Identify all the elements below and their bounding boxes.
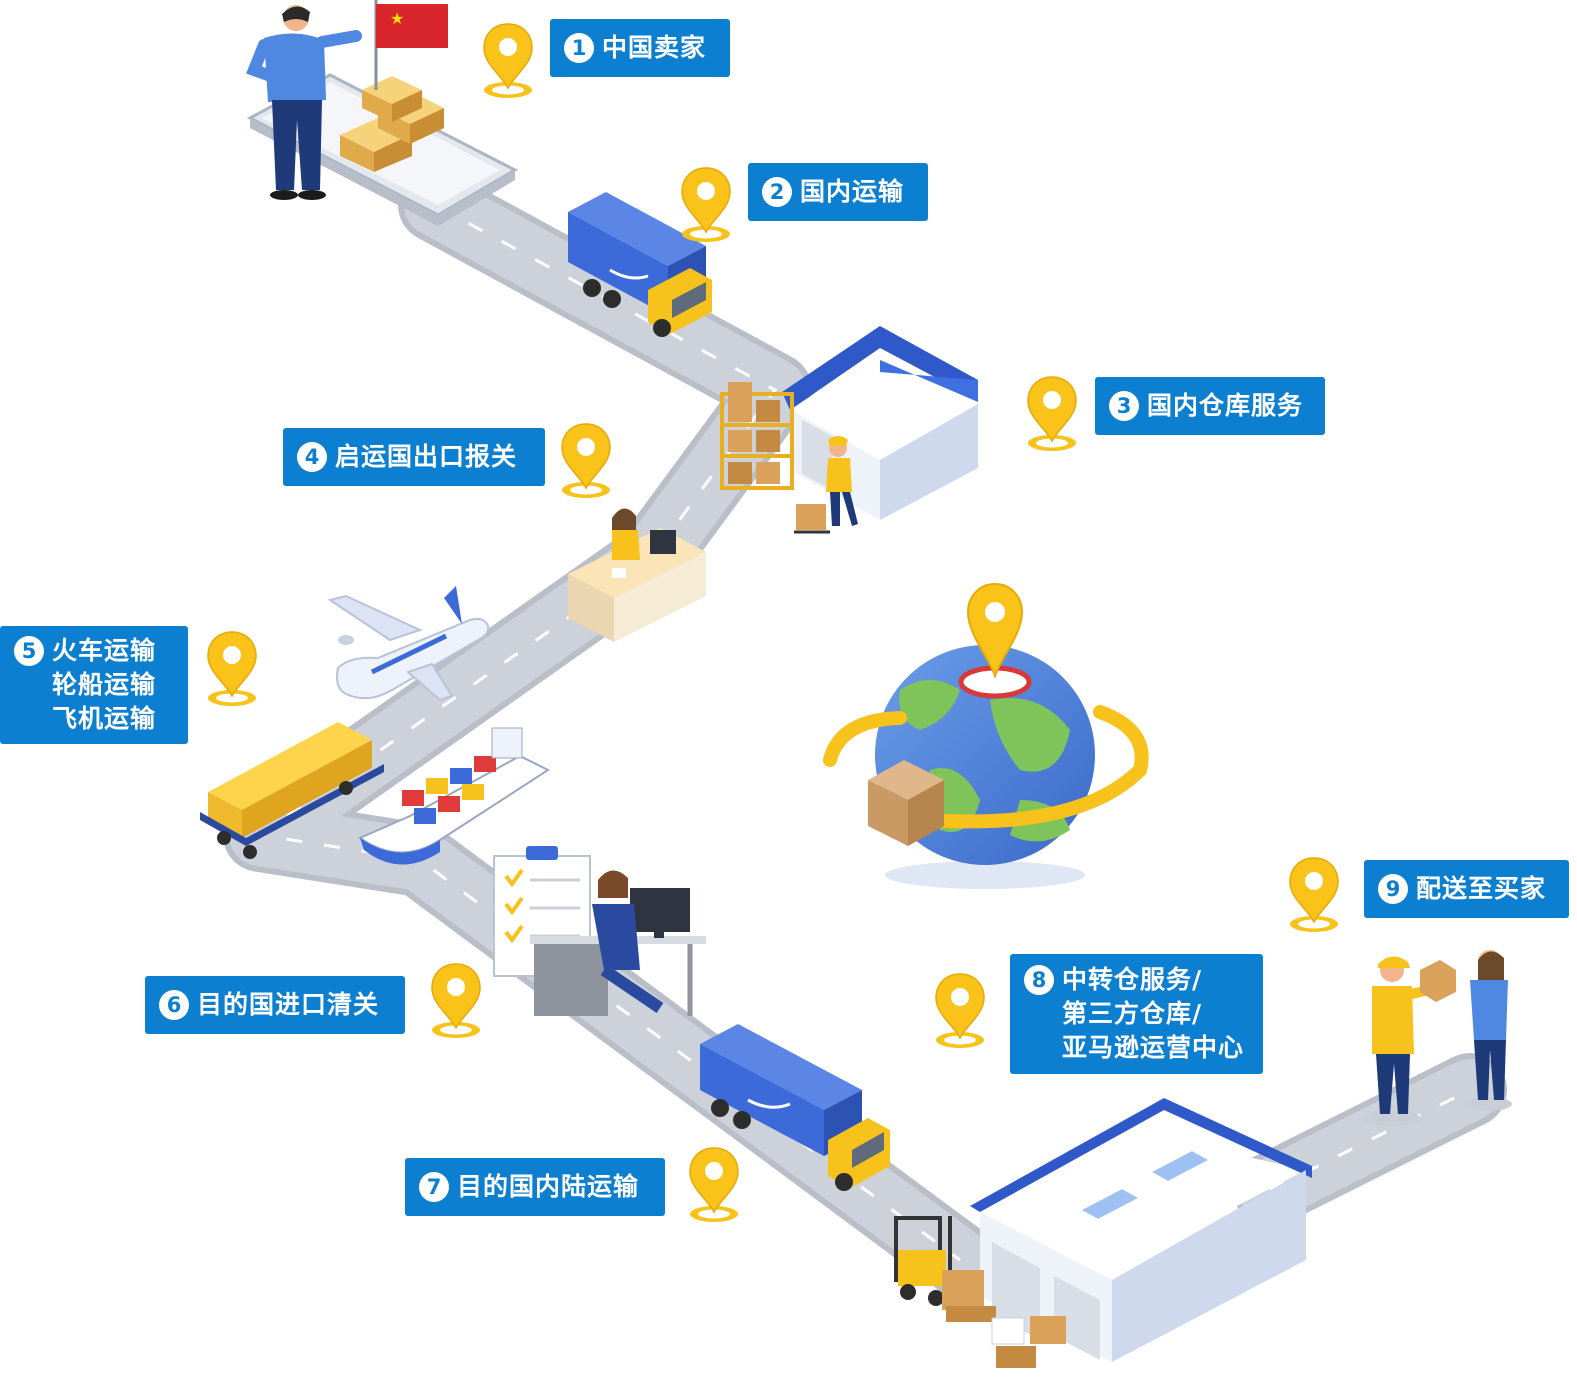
truck-icon (568, 192, 712, 337)
warehouse-worker (794, 436, 858, 534)
map-pin-icon (1027, 376, 1077, 452)
map-pin-icon (1289, 857, 1339, 933)
step-9-label: 9 配送至买家 (1364, 860, 1569, 918)
step-number-badge: 5 (14, 636, 44, 666)
train-icon (200, 722, 384, 859)
map-pin-icon (681, 167, 731, 243)
airplane-icon (327, 586, 490, 702)
step-6-label: 6 目的国进口清关 (145, 976, 405, 1034)
svg-text:★: ★ (390, 9, 404, 28)
customs-agent-desk (530, 870, 706, 1016)
step-text: 亚马逊运营中心 (1062, 1033, 1245, 1062)
step-text: 火车运输 (52, 636, 157, 665)
map-pin-icon (935, 973, 985, 1049)
ship-icon (357, 727, 551, 865)
step-1-label: 1 中国卖家 (550, 19, 730, 77)
step-5-label: 5 火车运输 轮船运输 飞机运输 (0, 626, 188, 744)
map-pin-icon (431, 963, 481, 1039)
step-text: 国内运输 (800, 177, 905, 206)
step-number-badge: 6 (159, 990, 189, 1020)
step-number-badge: 2 (762, 177, 792, 207)
map-pin-icon (689, 1147, 739, 1223)
step-2-label: 2 国内运输 (748, 163, 928, 221)
customs-desk (568, 508, 706, 642)
buyer-person (1464, 950, 1512, 1111)
step-text: 中国卖家 (602, 33, 707, 62)
truck-icon-2 (700, 1024, 890, 1191)
step-text: 飞机运输 (52, 704, 157, 733)
step-number-badge: 3 (1109, 391, 1139, 421)
step-4-label: 4 启运国出口报关 (283, 428, 545, 486)
parcel-pallets (942, 1270, 1066, 1368)
step-number-badge: 1 (564, 33, 594, 63)
step-8-label: 8 中转仓服务/ 第三方仓库/ 亚马逊运营中心 (1010, 954, 1263, 1074)
step-3-label: 3 国内仓库服务 (1095, 377, 1325, 435)
step-text: 目的国内陆运输 (457, 1172, 640, 1201)
step-number-badge: 8 (1024, 965, 1054, 995)
step-text: 启运国出口报关 (335, 442, 518, 471)
map-pin-icon (207, 631, 257, 707)
forklift-icon (894, 1216, 952, 1306)
step-text: 轮船运输 (52, 670, 157, 699)
step-7-label: 7 目的国内陆运输 (405, 1158, 665, 1216)
step-text: 中转仓服务/ (1062, 965, 1203, 994)
step-text: 第三方仓库/ (1062, 999, 1203, 1028)
warehouse-icon (782, 326, 978, 520)
step-text: 配送至买家 (1416, 874, 1547, 903)
step-text: 国内仓库服务 (1147, 391, 1304, 420)
step-number-badge: 7 (419, 1172, 449, 1202)
step-number-badge: 9 (1378, 874, 1408, 904)
flag-icon: ★ (374, 0, 448, 90)
step-text: 目的国进口清关 (197, 990, 380, 1019)
step-number-badge: 4 (297, 442, 327, 472)
map-pin-icon (483, 23, 533, 99)
globe-icon (823, 582, 1149, 889)
delivery-courier (1364, 956, 1456, 1126)
map-pin-icon (561, 423, 611, 499)
storage-shelf (720, 382, 794, 490)
seller-person (246, 5, 362, 200)
